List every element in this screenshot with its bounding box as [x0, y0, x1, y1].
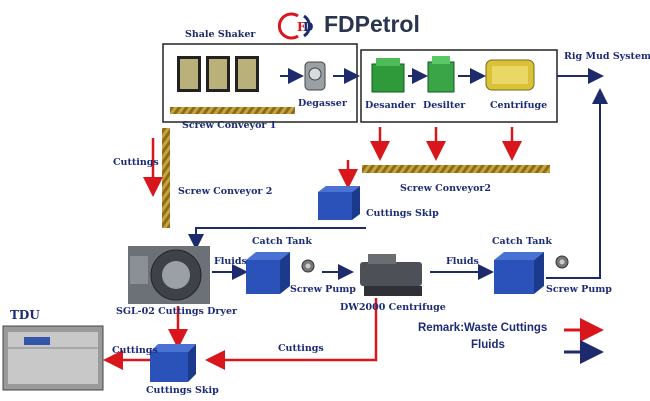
label-cuttings-dryer: SGL-02 Cuttings Dryer: [116, 306, 237, 317]
solids-control-frame: [360, 49, 558, 123]
label-screw-pump-right: Screw Pump: [546, 284, 612, 295]
legend-remark: Remark:Waste Cuttings: [418, 322, 548, 334]
label-tdu: TDU: [10, 308, 40, 322]
catch-tank-right-image: [494, 252, 544, 294]
label-screw-conveyor2: Screw Conveyor2: [400, 183, 492, 194]
cuttings-dryer-image: [128, 246, 210, 304]
label-screw-conveyor-1: Screw Conveyor 1: [182, 120, 277, 131]
label-cuttings-skip-top: Cuttings Skip: [366, 208, 439, 219]
label-cuttings-bottom: Cuttings: [278, 343, 324, 354]
label-screw-conveyor-2: Screw Conveyor 2: [178, 186, 273, 197]
legend-fluids: Fluids: [471, 339, 505, 351]
label-screw-pump-left: Screw Pump: [290, 284, 356, 295]
label-desander: Desander: [365, 100, 416, 111]
label-centrifuge: Centrifuge: [490, 100, 548, 111]
screw-conveyor-2-vertical-image: [162, 128, 170, 228]
label-degasser: Degasser: [298, 98, 347, 109]
label-catch-tank-left: Catch Tank: [252, 236, 312, 247]
label-shale-shaker: Shale Shaker: [185, 29, 256, 40]
label-desilter: Desilter: [423, 100, 466, 111]
label-cuttings-skip-bottom: Cuttings Skip: [146, 385, 219, 396]
label-rig-mud-system: Rig Mud System: [564, 51, 650, 62]
desilter-image: [427, 56, 455, 93]
cuttings-skip-top-image: [318, 186, 360, 220]
svg-text:D: D: [303, 20, 313, 34]
cuttings-skip-bottom-image: [150, 344, 196, 382]
label-cuttings-tdu: Cuttings: [112, 345, 158, 356]
svg-text:F: F: [297, 20, 306, 34]
label-catch-tank-right: Catch Tank: [492, 236, 552, 247]
label-fluids-dryer: Fluids: [214, 256, 247, 267]
fdpetrol-logo-icon: F D: [277, 12, 313, 40]
label-cuttings-left: Cuttings: [113, 157, 159, 168]
shale-shaker-image: [177, 56, 259, 92]
brand-title: FDPetrol: [324, 11, 420, 37]
catch-tank-left-image: [246, 252, 290, 294]
label-dw-centrifuge: DW2000 Centrifuge: [340, 302, 446, 313]
centrifuge-image: [485, 59, 535, 91]
screw-conveyor-1-image: [170, 107, 295, 114]
screw-conveyor-2-horizontal-image: [362, 165, 550, 173]
tdu-image: [2, 325, 104, 391]
dw-centrifuge-image: [360, 254, 422, 296]
label-fluids-dw: Fluids: [446, 256, 479, 267]
degasser-image: [304, 61, 326, 91]
desander-image: [371, 58, 405, 93]
